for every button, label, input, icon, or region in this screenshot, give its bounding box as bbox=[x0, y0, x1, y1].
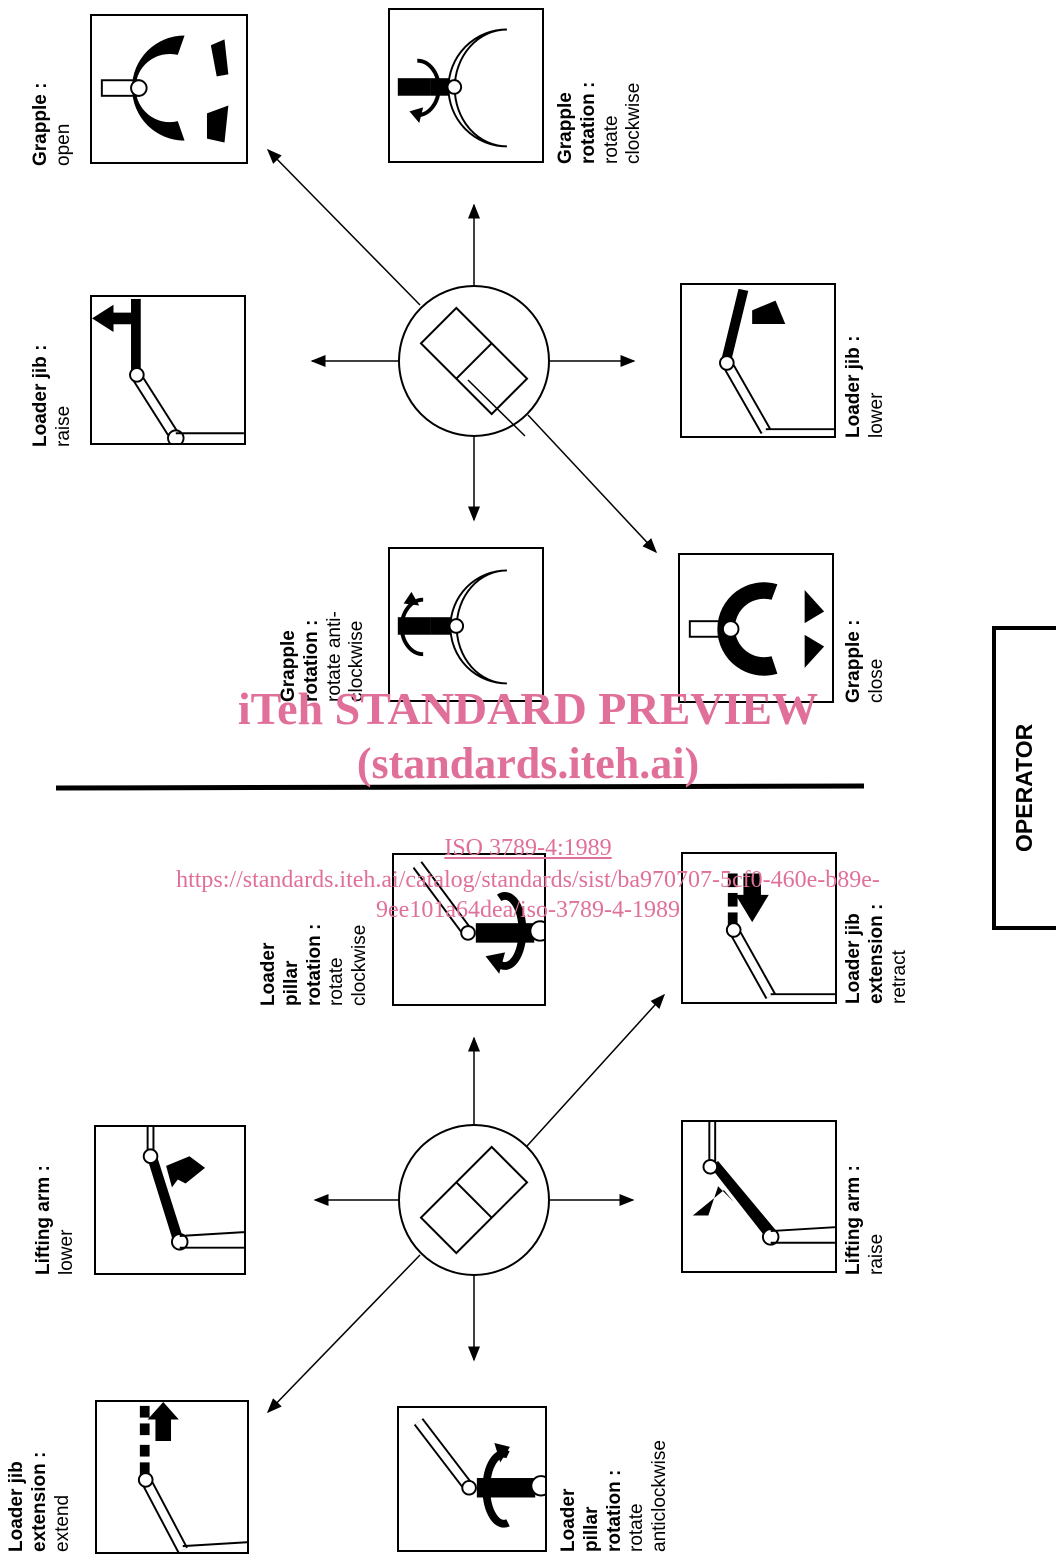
loader-jib-raise-icon bbox=[92, 298, 244, 443]
lifting-arm-raise-symbol bbox=[681, 1120, 837, 1273]
grapple-rotation-cw-symbol bbox=[388, 8, 544, 163]
lifting-arm-raise-icon bbox=[692, 1122, 835, 1246]
top-control-arrows bbox=[266, 148, 658, 554]
operator-box bbox=[992, 626, 1056, 930]
jib-extension-retract-icon bbox=[725, 873, 835, 1000]
grapple-rotation-acw-symbol bbox=[388, 547, 544, 702]
jib-extension-retract-symbol bbox=[681, 852, 837, 1004]
label-loader-jib-raise: Loader jib : raise bbox=[30, 344, 74, 447]
lifting-arm-lower-icon bbox=[142, 1127, 244, 1251]
watermark-url-line1[interactable]: https://standards.iteh.ai/catalog/standa… bbox=[176, 867, 880, 893]
grapple-open-symbol bbox=[90, 14, 248, 164]
watermark-title: iTeh STANDARD PREVIEW bbox=[237, 683, 819, 734]
jib-extension-extend-symbol bbox=[95, 1400, 249, 1554]
label-lifting-arm-lower: Lifting arm : lower bbox=[33, 1165, 77, 1275]
label-jib-extension-extend: Loader jib extension : extend bbox=[6, 1451, 73, 1552]
grapple-close-icon bbox=[688, 582, 825, 676]
watermark-site: (standards.iteh.ai) bbox=[356, 739, 700, 788]
pillar-rotation-acw-symbol bbox=[397, 1406, 547, 1552]
watermark-url-line2[interactable]: 9ee101a64dea/iso-3789-4-1989 bbox=[376, 897, 680, 923]
loader-jib-raise-symbol bbox=[90, 295, 246, 445]
watermark-iso-link[interactable]: ISO 3789-4:1989 bbox=[444, 835, 612, 861]
loader-jib-lower-symbol bbox=[680, 283, 836, 438]
loader-jib-lower-icon bbox=[719, 288, 834, 435]
grapple-close-symbol bbox=[678, 553, 834, 703]
grapple-rotation-anticlockwise-icon bbox=[397, 569, 507, 685]
label-lifting-arm-raise: Lifting arm : raise bbox=[843, 1165, 887, 1275]
label-pillar-rotation-acw: Loader pillar rotation : rotate anticloc… bbox=[558, 1440, 671, 1552]
label-loader-jib-lower: Loader jib : lower bbox=[843, 335, 887, 438]
grapple-open-icon bbox=[100, 35, 229, 143]
bottom-control-arrows bbox=[266, 993, 666, 1414]
label-grapple-rotation-cw: Grapple rotation : rotate clockwise bbox=[555, 81, 645, 164]
section-separator bbox=[55, 783, 865, 791]
pillar-rotation-cw-symbol bbox=[392, 853, 546, 1006]
pillar-rotation-anticlockwise-icon bbox=[413, 1418, 545, 1528]
grapple-rotation-clockwise-icon bbox=[397, 28, 507, 148]
jib-extension-extend-icon bbox=[137, 1402, 247, 1552]
lifting-arm-lower-symbol bbox=[94, 1125, 246, 1275]
label-pillar-rotation-cw: Loader pillar rotation : rotate clockwis… bbox=[258, 923, 371, 1006]
pillar-rotation-clockwise-icon bbox=[412, 861, 544, 974]
label-grapple-open: Grapple : open bbox=[30, 82, 74, 166]
